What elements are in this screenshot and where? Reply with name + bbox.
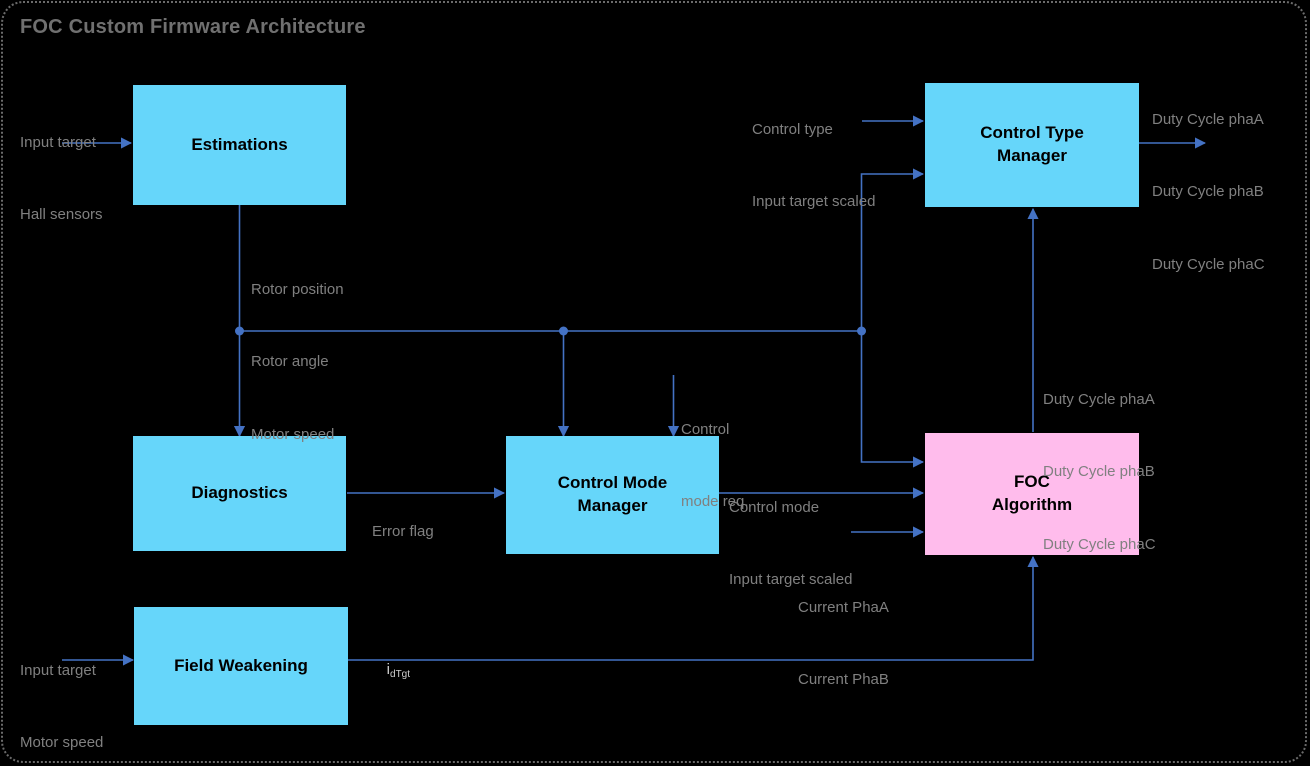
label-current-pha-line1: Current PhaA: [798, 598, 889, 616]
label-estimations-output-line2: Rotor angle: [251, 353, 329, 371]
label-duty-cycle-feedback-line2: Duty Cycle phaB: [1043, 463, 1155, 481]
label-id-target: idTgt: [370, 634, 410, 707]
node-foc-algorithm-label-line2: Algorithm: [991, 495, 1073, 514]
label-error-flag-text: Error flag: [372, 522, 434, 540]
wire-bus-to-control-type-manager: [860, 168, 925, 331]
label-control-type-input: Control type Input target scaled: [752, 69, 875, 263]
label-control-type-output-line1: Duty Cycle phaA: [1152, 110, 1264, 128]
label-estimations-output: Rotor position Rotor angle Motor speed: [251, 229, 344, 496]
node-foc-algorithm-label-line1: FOC: [1014, 472, 1050, 492]
label-id-target-main: i: [386, 661, 391, 679]
junction-dot-estimations: [235, 326, 244, 336]
label-duty-cycle-feedback: Duty Cycle phaA Duty Cycle phaB Duty Cyc…: [1043, 339, 1156, 606]
label-id-target-sub: dTgt: [390, 669, 411, 681]
node-estimations[interactable]: Estimations: [133, 85, 346, 205]
label-control-type-output-line2: Duty Cycle phaB: [1152, 183, 1264, 201]
node-estimations-label: Estimations: [191, 134, 288, 154]
label-field-weakening-input: Input target Motor speed: [20, 610, 103, 766]
wire-bus-to-foc-algorithm: [860, 331, 925, 468]
node-foc-algorithm[interactable]: FOC Algorithm: [925, 433, 1139, 555]
label-field-weakening-input-line2: Motor speed: [20, 734, 104, 752]
label-control-mode-output-line1: Control mode: [729, 498, 820, 516]
node-control-mode-manager-label-line2: Manager: [577, 496, 648, 515]
label-control-type-output: Duty Cycle phaA Duty Cycle phaB Duty Cyc…: [1152, 59, 1265, 326]
label-estimations-input: Input target Hall sensors: [20, 82, 103, 276]
node-control-type-manager-label-line2: Manager: [997, 146, 1067, 165]
label-estimations-input-line2: Hall sensors: [20, 206, 103, 224]
label-control-mode-req-line1: Control: [681, 420, 730, 438]
label-duty-cycle-feedback-line1: Duty Cycle phaA: [1043, 390, 1155, 408]
node-control-mode-manager-label-line1: Control Mode: [557, 473, 668, 493]
label-control-type-output-line3: Duty Cycle phaC: [1152, 256, 1265, 274]
node-control-mode-manager[interactable]: Control Mode Manager: [506, 436, 719, 554]
label-current-pha-line2: Current PhaB: [798, 671, 889, 689]
label-control-mode-req: Control mode req.: [681, 369, 749, 563]
junction-dot-right: [857, 326, 866, 336]
label-error-flag: Error flag: [372, 471, 434, 592]
junction-dot-control-mode: [559, 326, 568, 336]
node-control-type-manager-label-line1: Control Type: [980, 123, 1084, 143]
node-diagnostics-label: Diagnostics: [191, 483, 288, 503]
label-control-mode-output: Control mode Input target scaled: [729, 447, 852, 641]
label-current-pha: Current PhaA Current PhaB: [798, 547, 889, 741]
label-control-type-input-line1: Control type: [752, 120, 833, 138]
label-control-type-input-line2: Input target scaled: [752, 193, 876, 211]
label-estimations-output-line1: Rotor position: [251, 280, 344, 298]
label-field-weakening-input-line1: Input target: [20, 661, 96, 679]
label-estimations-output-line3: Motor speed: [251, 426, 335, 444]
node-diagnostics[interactable]: Diagnostics: [133, 436, 346, 551]
node-field-weakening-label: Field Weakening: [174, 655, 308, 675]
label-estimations-input-line1: Input target: [20, 133, 96, 151]
wire-field-weakening-to-foc: [348, 555, 1039, 661]
node-control-type-manager[interactable]: Control Type Manager: [925, 83, 1139, 207]
label-duty-cycle-feedback-line3: Duty Cycle phaC: [1043, 536, 1156, 554]
label-control-mode-req-line2: mode req.: [681, 493, 749, 511]
node-field-weakening[interactable]: Field Weakening: [134, 607, 348, 725]
page-title: FOC Custom Firmware Architecture: [20, 16, 366, 38]
label-control-mode-output-line2: Input target scaled: [729, 571, 853, 589]
